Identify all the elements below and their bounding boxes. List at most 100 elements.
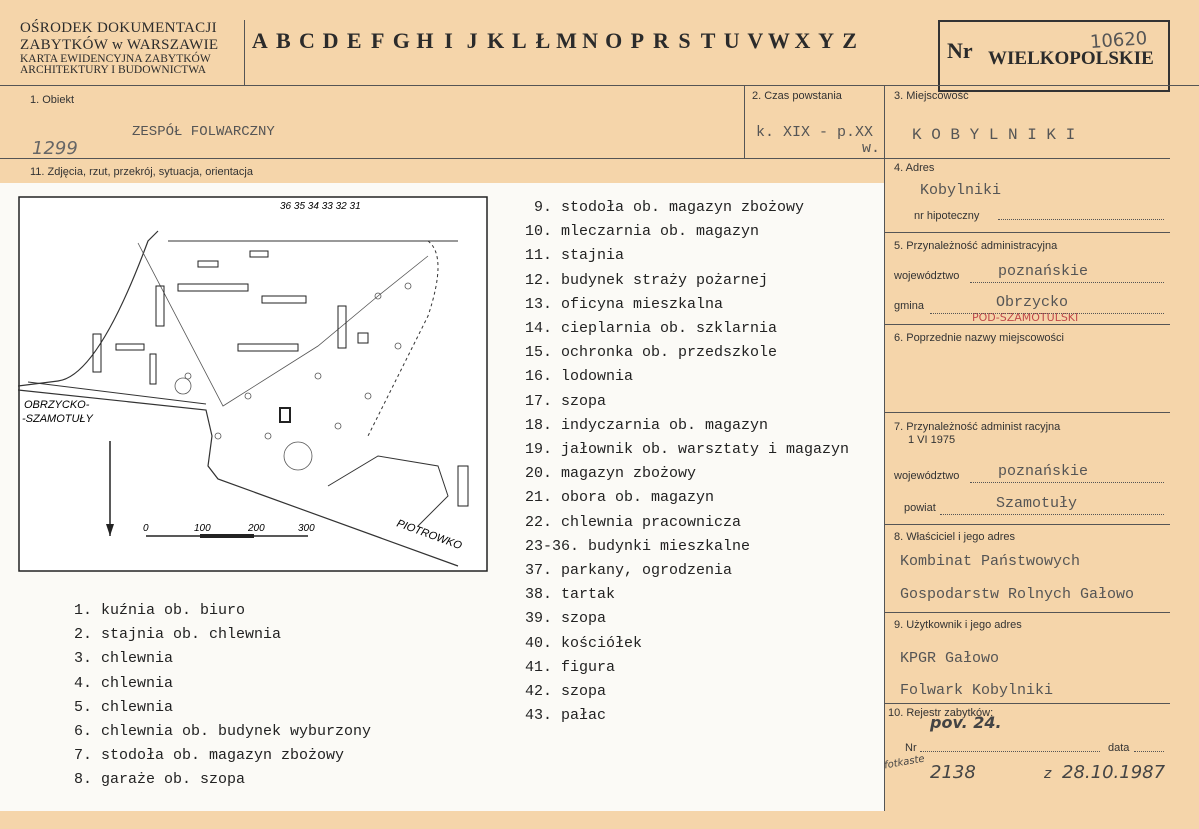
legend-item: 20. magazyn zbożowy (525, 465, 697, 483)
field-admin75-date: 1 VI 1975 (908, 434, 956, 446)
alphabet-letter: B (276, 28, 291, 53)
field-admin75-woj-value: poznańskie (998, 463, 1089, 480)
legend-item: 41. figura (525, 658, 616, 676)
header-org: OŚRODEK DOKUMENTACJI ZABYTKÓW w WARSZAWI… (20, 20, 218, 76)
legend-item: 13. oficyna mieszkalna (525, 295, 724, 313)
field-place-value: K O B Y L N I K I (912, 126, 1076, 144)
field-owner-label: 8. Właściciel i jego adres (894, 531, 1016, 543)
legend-item: 7. stodoła ob. magazyn zbożowy (74, 747, 345, 765)
object-side-number: 1299 (32, 138, 78, 159)
field-admin-woj-label: województwo (894, 270, 960, 282)
alphabet-letter: P (630, 28, 645, 53)
alphabet-letter: G (392, 28, 410, 53)
register-hand-number: 2138 (930, 762, 976, 783)
alphabet-letter: A (251, 28, 268, 53)
legend-item: 12. budynek straży pożarnej (525, 271, 769, 289)
field-admin75-powiat-value: Szamotuły (996, 495, 1078, 512)
field-object-label: 1. Obiekt (30, 94, 75, 106)
card-line-2: ARCHITEKTURY I BUDOWNICTWA (20, 64, 207, 76)
site-plan-map: 36 35 34 33 32 31 0 100 200 300 OBRZYCKO… (18, 196, 488, 572)
field-photos-label: 11. Zdjęcia, rzut, przekrój, sytuacja, o… (30, 166, 253, 178)
field-object-value: ZESPÓŁ FOLWARCZNY (132, 124, 275, 140)
alphabet-letter: K (487, 28, 505, 53)
field-admin75-powiat-label: powiat (904, 502, 936, 514)
legend-item: 39. szopa (525, 610, 607, 628)
alphabet-letter: Y (818, 28, 834, 53)
field-owner-line-1: Kombinat Państwowych (900, 553, 1081, 570)
scale-300: 300 (298, 523, 315, 534)
field-admin75-label: 7. Przynależność administ racyjna (894, 421, 1061, 433)
legend-item: 23-36. budynki mieszkalne (525, 537, 751, 555)
org-line-1: OŚRODEK DOKUMENTACJI (20, 20, 217, 36)
field-date-value-2: w. (862, 140, 881, 157)
alphabet-letter: T (700, 28, 716, 53)
region-box (938, 20, 1170, 92)
alphabet-letter: J (466, 28, 478, 53)
legend-item: 21. obora ob. magazyn (525, 489, 715, 507)
field-owner-line-2: Gospodarstw Rolnych Gałowo (900, 586, 1135, 603)
alphabet-letter: N (582, 28, 599, 53)
alphabet-letter: C (299, 28, 315, 53)
map-label-top-numbers: 36 35 34 33 32 31 (280, 201, 361, 212)
alphabet-letter: F (371, 28, 385, 53)
alphabet-letter: X (794, 28, 811, 53)
alphabet-letter: M (556, 28, 577, 53)
gmina-handwritten-note: POD-SZAMOTULSKI (972, 311, 1079, 324)
alphabet-letter: Ł (535, 28, 551, 53)
alphabet-letter: D (322, 28, 339, 53)
register-hand-date: 28.10.1987 (1062, 762, 1166, 783)
field-admin-gmina-label: gmina (894, 300, 924, 312)
legend-item: 8. garaże ob. szopa (74, 771, 246, 789)
alphabet-letter: Z (842, 28, 857, 53)
org-line-2: ZABYTKÓW w WARSZAWIE (20, 37, 219, 53)
field-admin-woj-value: poznańskie (998, 263, 1089, 280)
legend-item: 14. cieplarnia ob. szklarnia (525, 320, 778, 338)
legend-item: 42. szopa (525, 683, 607, 701)
alphabet-letter: U (723, 28, 740, 53)
map-label-obrzycko: OBRZYCKO- (24, 399, 90, 411)
alphabet-letter: V (747, 28, 764, 53)
field-user-line-1: KPGR Gałowo (900, 650, 1000, 667)
legend-item: 15. ochronka ob. przedszkole (525, 344, 778, 362)
legend-item: 43. pałac (525, 707, 607, 725)
field-register-label: 10. Rejestr zabytków: (888, 707, 994, 719)
legend-item: 5. chlewnia (74, 698, 174, 716)
legend-item: 18. indyczarnia ob. magazyn (525, 416, 769, 434)
field-address-value: Kobylniki (920, 182, 1002, 199)
register-hand-z: z (1044, 766, 1052, 782)
field-admin-gmina-value: Obrzycko (996, 294, 1069, 311)
alphabet-letter: S (678, 28, 691, 53)
alphabet-letter: L (511, 28, 527, 53)
field-admin75-woj-label: województwo (894, 470, 960, 482)
scale-100: 100 (194, 523, 211, 534)
field-hipo-label: nr hipoteczny (914, 210, 980, 222)
legend-item: 17. szopa (525, 392, 607, 410)
alphabet-letter: O (605, 28, 623, 53)
legend-item: 6. chlewnia ob. budynek wyburzony (74, 723, 372, 741)
field-prev-names-label: 6. Poprzednie nazwy miejscowości (894, 332, 1064, 344)
field-register-nr-label: Nr (905, 742, 917, 754)
legend-item: 37. parkany, ogrodzenia (525, 562, 733, 580)
card-line-1: KARTA EWIDENCYJNA ZABYTKÓW (20, 53, 211, 65)
legend-item: 1. kuźnia ob. biuro (74, 602, 246, 619)
alphabet-letter: R (652, 28, 669, 53)
legend-item: 4. chlewnia (74, 674, 174, 692)
field-user-label: 9. Użytkownik i jego adres (894, 619, 1022, 631)
field-user-line-2: Folwark Kobylniki (900, 682, 1054, 699)
legend-item: 16. lodownia (525, 368, 634, 386)
legend-item: 38. tartak (525, 586, 616, 604)
field-place-label: 3. Miejscowość (894, 90, 969, 102)
region-number: 10620 (1089, 28, 1148, 53)
field-date-label: 2. Czas powstania (752, 90, 842, 102)
alphabet-letter: E (346, 28, 362, 53)
field-address-label: 4. Adres (894, 162, 935, 174)
legend-item: 19. jałownik ob. warsztaty i magazyn (525, 441, 850, 459)
scale-0: 0 (143, 523, 149, 534)
map-label-szamotuly: -SZAMOTUŁY (22, 413, 94, 425)
legend-item: 40. kościółek (525, 634, 643, 652)
alphabet-letter: H (416, 28, 434, 53)
legend-item: 2. stajnia ob. chlewnia (74, 626, 282, 644)
nr-label: Nr (947, 38, 973, 63)
register-handwritten-entry: pov. 24. (930, 713, 1002, 732)
